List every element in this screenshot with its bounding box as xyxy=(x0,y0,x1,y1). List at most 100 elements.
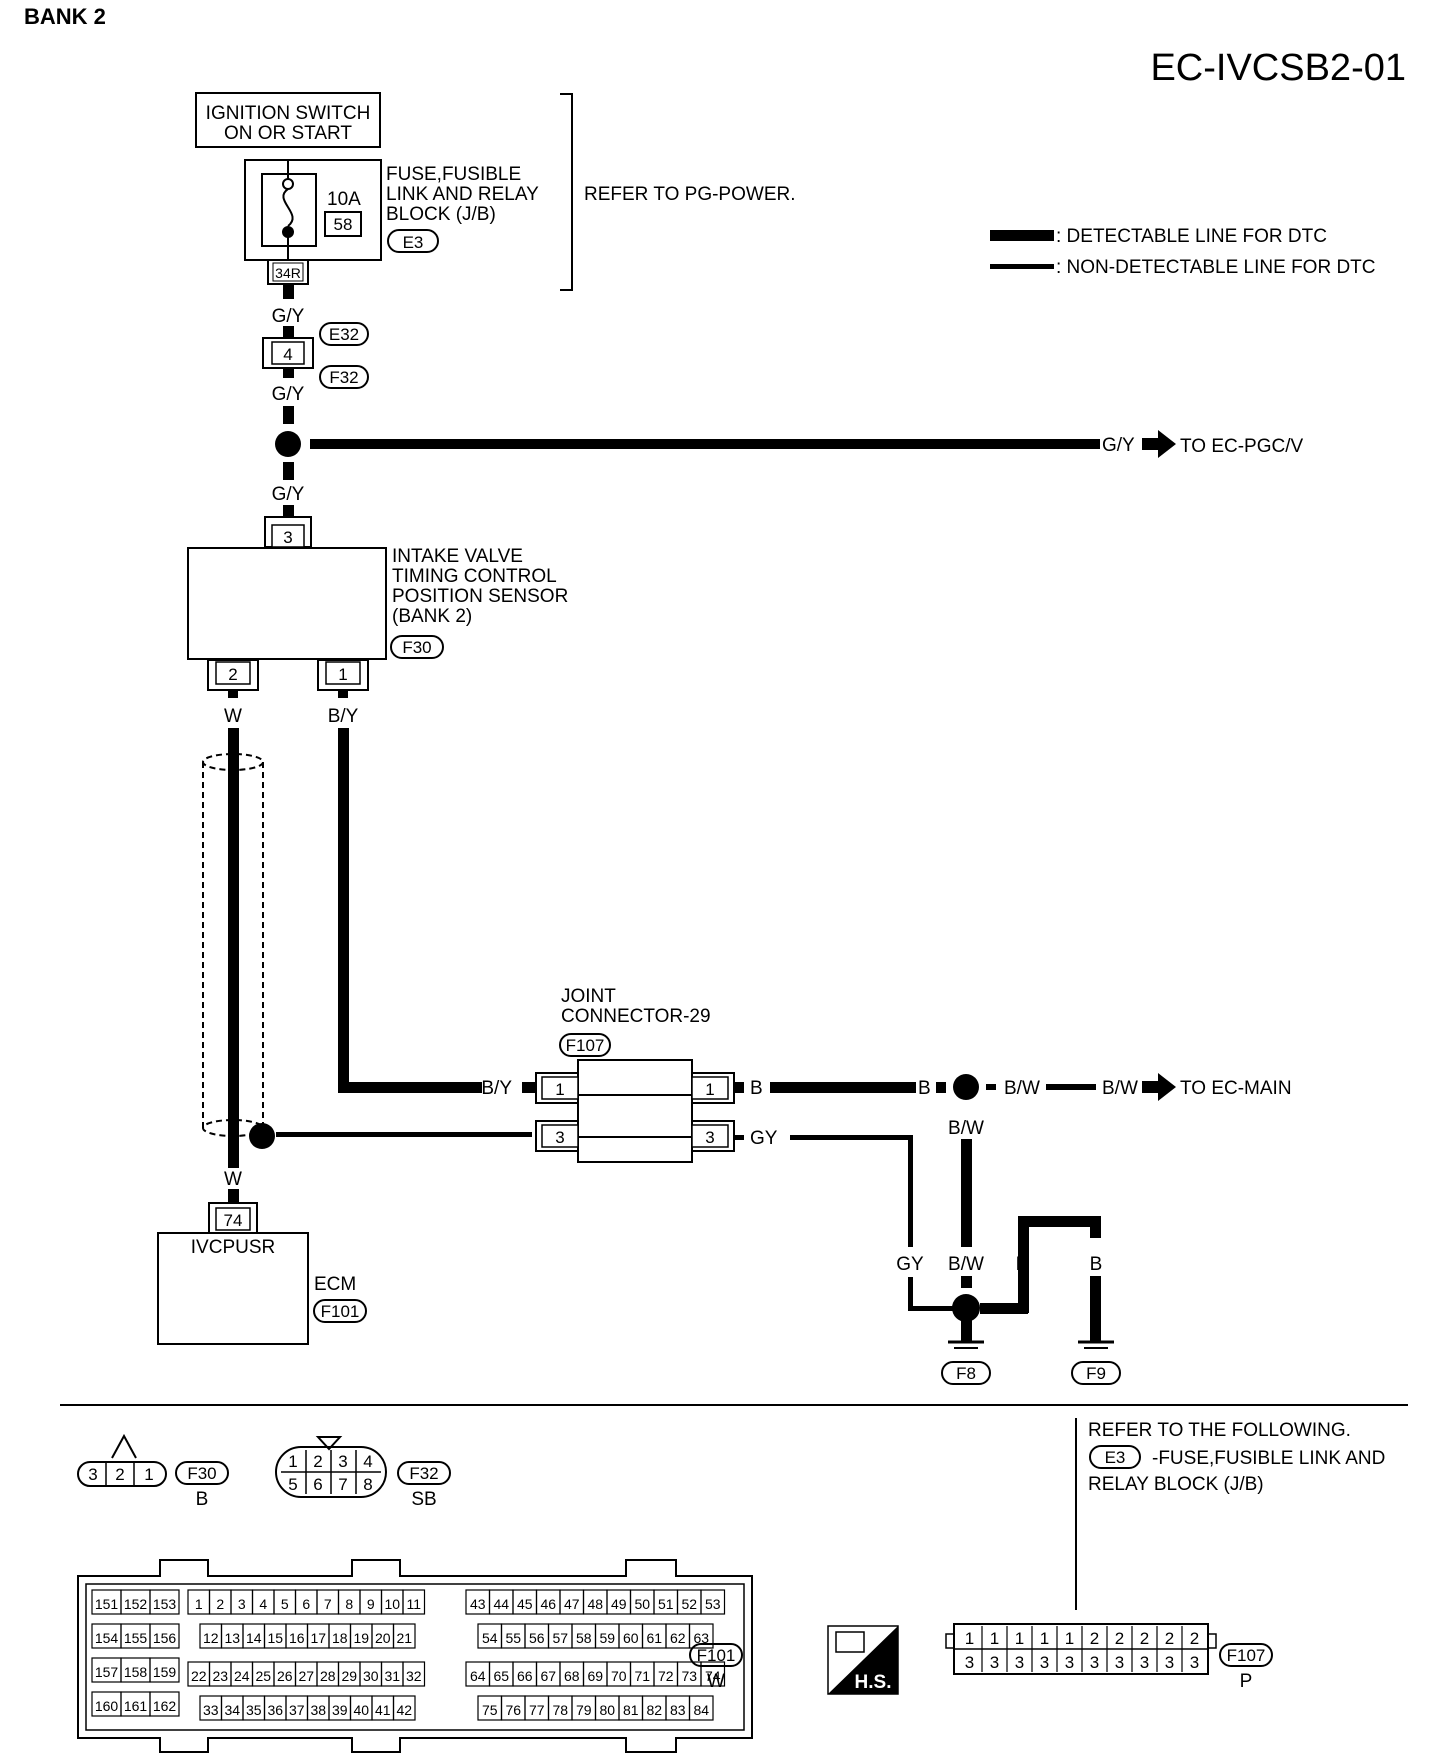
f107-pin: 2 xyxy=(1190,1629,1199,1648)
w-wire: W W xyxy=(202,690,532,1203)
f101-pin: 41 xyxy=(375,1702,391,1718)
f101-pin: 152 xyxy=(124,1596,148,1612)
wire-label-gy-1: G/Y xyxy=(272,306,305,327)
f101-pin: 74 xyxy=(705,1668,721,1684)
f101-pin: 68 xyxy=(564,1668,580,1684)
f32-pin: 1 xyxy=(288,1452,297,1471)
f101-pin: 36 xyxy=(267,1702,283,1718)
f101-id: F101 xyxy=(697,1646,736,1665)
f101-pin: 64 xyxy=(470,1668,486,1684)
f107-pin: 1 xyxy=(1040,1629,1049,1648)
bank-label: BANK 2 xyxy=(24,4,106,29)
refer-pg-power: REFER TO PG-POWER. xyxy=(584,184,796,205)
f101-pin: 44 xyxy=(493,1596,509,1612)
f107-pin: 3 xyxy=(1115,1653,1124,1672)
f101-pin: 1 xyxy=(195,1596,203,1612)
f30-connector-face: 3 2 1 F30 B xyxy=(77,1433,229,1510)
sensor-connector: F30 xyxy=(402,638,431,657)
sensor-line3: POSITION SENSOR xyxy=(392,586,568,607)
wire-label-gy-ground: GY xyxy=(896,1254,924,1275)
gy-wire: G/Y 4 E32 F32 G/Y G/Y G/Y TO EC-PGC/V xyxy=(262,285,1303,517)
f101-pin: 79 xyxy=(576,1702,592,1718)
ecm-pin-74: 74 xyxy=(224,1211,243,1230)
f107-pin: 3 xyxy=(990,1653,999,1672)
f101-pin: 60 xyxy=(623,1630,639,1646)
f107-color: P xyxy=(1240,1671,1253,1692)
refer-bracket xyxy=(560,93,573,291)
f101-pin: 23 xyxy=(212,1668,228,1684)
f30-pin: 1 xyxy=(144,1465,153,1484)
f101-pin: 153 xyxy=(153,1596,177,1612)
f101-pin: 42 xyxy=(396,1702,412,1718)
f101-pin: 12 xyxy=(203,1630,219,1646)
f101-pin: 66 xyxy=(517,1668,533,1684)
f101-pin: 71 xyxy=(634,1668,650,1684)
f101-pin: 29 xyxy=(341,1668,357,1684)
sensor-pin-2: 2 xyxy=(228,665,237,684)
f101-pin-cell xyxy=(149,1623,180,1649)
f32-pin: 3 xyxy=(338,1452,347,1471)
sensor-pin-3: 3 xyxy=(283,528,292,547)
refer-connector: E3 xyxy=(1105,1448,1126,1467)
f32-pin: 8 xyxy=(363,1475,372,1494)
f101-pin: 40 xyxy=(353,1702,369,1718)
iv-timing-sensor: 3 INTAKE VALVE TIMING CONTROL POSITION S… xyxy=(187,516,568,691)
legend-thin-line xyxy=(990,264,1054,269)
f107-pin: 1 xyxy=(990,1629,999,1648)
f101-pin: 35 xyxy=(246,1702,262,1718)
refer-following: REFER TO THE FOLLOWING. E3 -FUSE,FUSIBLE… xyxy=(1088,1420,1385,1495)
f32-pin: 7 xyxy=(338,1475,347,1494)
f107-pin: 3 xyxy=(1090,1653,1099,1672)
ecm-name: ECM xyxy=(314,1274,356,1295)
wire-label-bw-2: B/W xyxy=(1102,1078,1138,1099)
harness-upper-connector: E32 xyxy=(329,325,359,344)
ecm: 74 IVCPUSR ECM F101 xyxy=(157,1202,367,1345)
f101-pin: 161 xyxy=(124,1698,148,1714)
f101-pin: 58 xyxy=(576,1630,592,1646)
wire-label-w-bottom: W xyxy=(224,1169,242,1190)
f107-pin: 1 xyxy=(1065,1629,1074,1648)
f107-pin: 3 xyxy=(1190,1653,1199,1672)
f101-pin: 56 xyxy=(529,1630,545,1646)
wire-label-bw-1: B/W xyxy=(1004,1078,1040,1099)
f101-pin: 63 xyxy=(693,1630,709,1646)
wire-label-by-top: B/Y xyxy=(328,706,359,727)
f101-pin-cell xyxy=(402,1661,426,1687)
f101-pin: 46 xyxy=(540,1596,556,1612)
legend-non-detectable: : NON-DETECTABLE LINE FOR DTC xyxy=(1056,257,1376,278)
f101-pin: 83 xyxy=(670,1702,686,1718)
f101-pin: 69 xyxy=(587,1668,603,1684)
wire-label-by-joint: B/Y xyxy=(481,1078,512,1099)
refer-title: REFER TO THE FOLLOWING. xyxy=(1088,1420,1351,1441)
fuse-terminal: 34R xyxy=(275,265,301,281)
f101-pin: 14 xyxy=(246,1630,262,1646)
wire-label-b-1: B xyxy=(750,1078,763,1099)
arrow-right-icon xyxy=(1142,430,1176,458)
f101-pin: 19 xyxy=(353,1630,369,1646)
f101-pin-cell xyxy=(392,1623,416,1649)
diagram-code: EC-IVCSB2-01 xyxy=(1150,47,1406,89)
f32-connector-face: 1 2 3 4 5 6 7 8 F32 SB xyxy=(275,1436,451,1510)
f101-pin: 73 xyxy=(681,1668,697,1684)
f32-id: F32 xyxy=(409,1464,438,1483)
wire-label-gy-right: G/Y xyxy=(1102,435,1135,456)
f30-id: F30 xyxy=(187,1464,216,1483)
f101-pin: 9 xyxy=(367,1596,375,1612)
f101-pin: 59 xyxy=(599,1630,615,1646)
f101-pin: 3 xyxy=(238,1596,246,1612)
f101-pin-cell xyxy=(149,1657,180,1683)
f101-pin-cell xyxy=(392,1695,416,1721)
f101-pin-cell xyxy=(688,1623,714,1649)
f101-pin: 31 xyxy=(384,1668,400,1684)
fuse-amp: 10A xyxy=(327,189,361,210)
f101-pin: 24 xyxy=(234,1668,250,1684)
f101-pin: 75 xyxy=(482,1702,498,1718)
sensor-line2: TIMING CONTROL xyxy=(392,566,557,587)
legend-detectable: : DETECTABLE LINE FOR DTC xyxy=(1056,226,1327,247)
f107-pin: 3 xyxy=(1065,1653,1074,1672)
f101-pin: 82 xyxy=(646,1702,662,1718)
f101-pin: 26 xyxy=(277,1668,293,1684)
f107-pin: 3 xyxy=(1165,1653,1174,1672)
f107-pin: 2 xyxy=(1115,1629,1124,1648)
f101-pin: 55 xyxy=(505,1630,521,1646)
